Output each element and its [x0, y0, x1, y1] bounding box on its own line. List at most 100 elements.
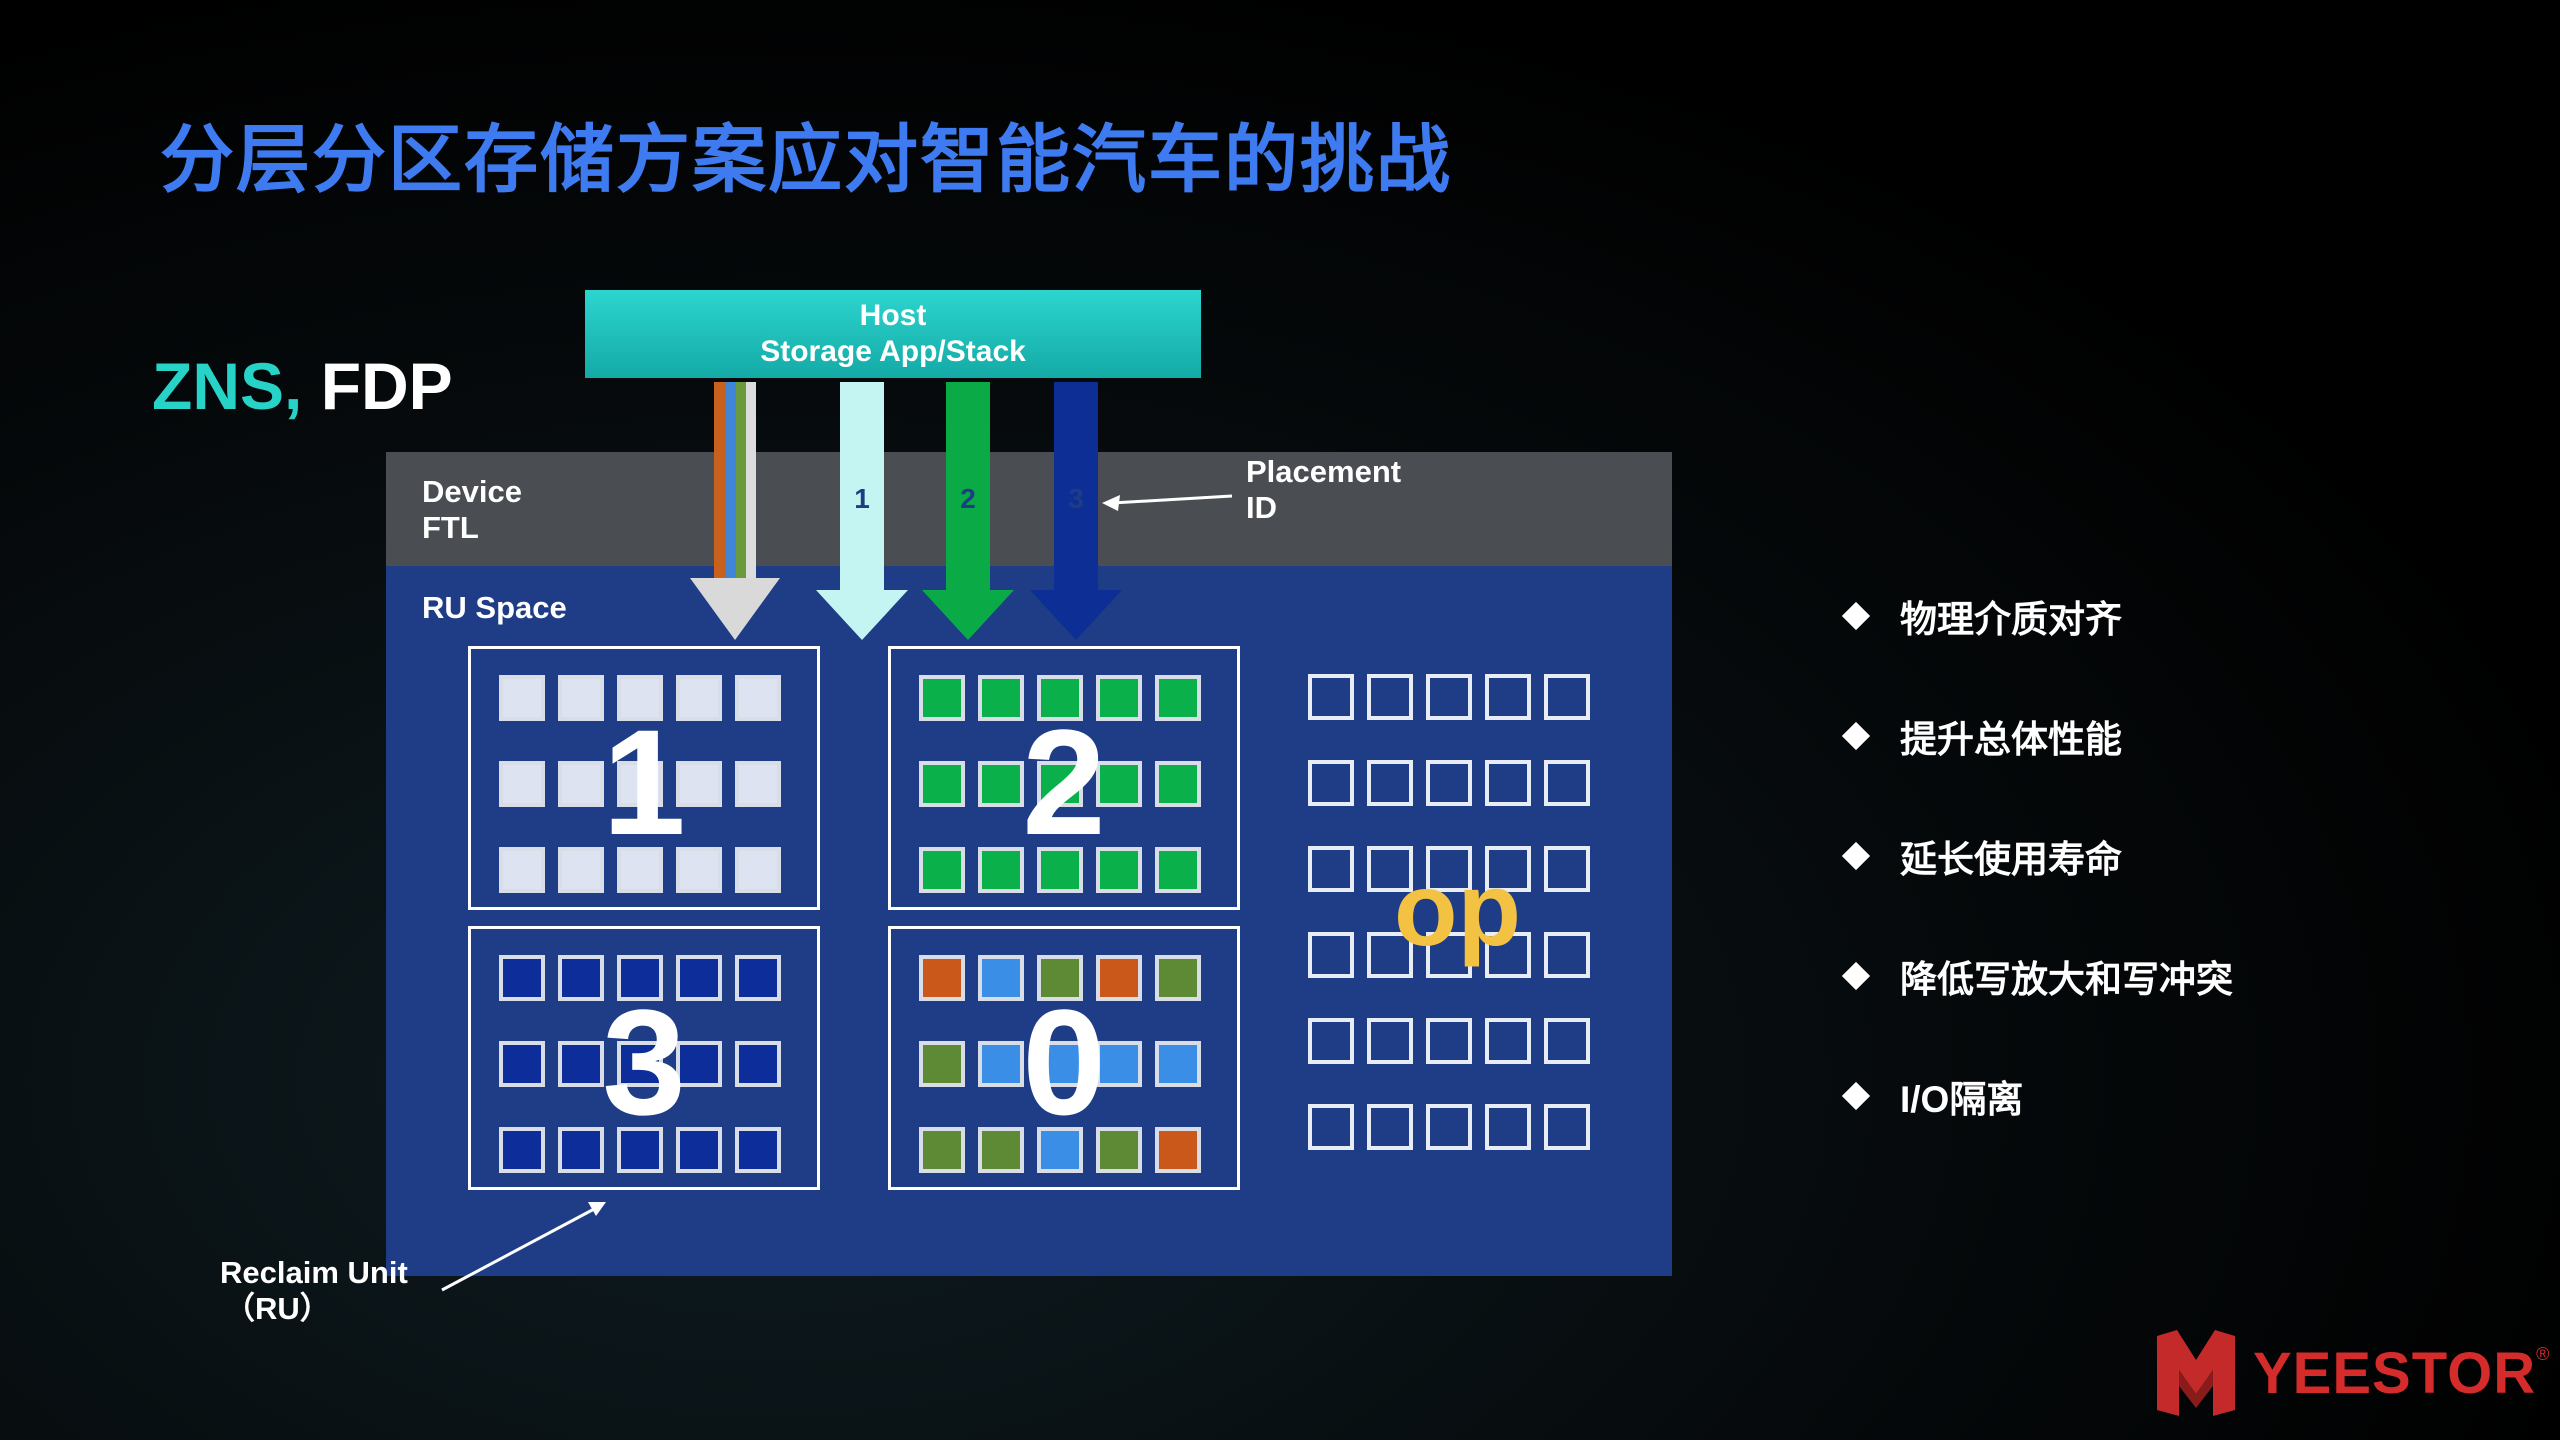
storage-block	[558, 955, 604, 1001]
storage-block	[499, 761, 545, 807]
id-label: ID	[1246, 490, 1277, 525]
arrow-mixed	[690, 382, 780, 640]
storage-block	[617, 761, 663, 807]
storage-block	[919, 1127, 965, 1173]
page-title: 分层分区存储方案应对智能汽车的挑战	[160, 118, 1452, 201]
storage-block	[1155, 1127, 1201, 1173]
storage-block	[617, 675, 663, 721]
storage-block	[617, 847, 663, 893]
op-block	[1308, 760, 1354, 806]
storage-block	[558, 1041, 604, 1087]
op-block	[1426, 932, 1472, 978]
op-block	[1544, 1018, 1590, 1064]
storage-block	[499, 1127, 545, 1173]
ru-space-label: RU Space	[422, 590, 567, 625]
feature-text: 降低写放大和写冲突	[1900, 959, 2233, 1000]
storage-block	[978, 1041, 1024, 1087]
storage-block	[978, 955, 1024, 1001]
storage-block	[617, 1127, 663, 1173]
host-label: Host	[859, 299, 927, 332]
diamond-icon	[1841, 841, 1871, 871]
op-block	[1485, 932, 1531, 978]
reclaim-unit-pointer	[441, 1202, 606, 1292]
storage-block	[1037, 1041, 1083, 1087]
storage-block	[735, 1127, 781, 1173]
reclaim-unit-3: 3	[468, 926, 820, 1190]
feature-item: 物理介质对齐	[1838, 556, 2233, 676]
storage-block	[735, 955, 781, 1001]
arrow-2-label: 2	[960, 483, 976, 514]
storage-block	[558, 1127, 604, 1173]
storage-block	[617, 955, 663, 1001]
op-block	[1308, 846, 1354, 892]
storage-block	[919, 955, 965, 1001]
storage-block	[1037, 955, 1083, 1001]
subtitle: ZNS, FDP	[152, 348, 453, 424]
storage-block	[735, 761, 781, 807]
storage-block	[676, 955, 722, 1001]
storage-block	[1037, 1127, 1083, 1173]
feature-text: 延长使用寿命	[1900, 839, 2122, 880]
registered-mark: ®	[2536, 1344, 2550, 1364]
yeestor-logo-text: YEESTOR	[2253, 1340, 2537, 1406]
ru-2-blocks	[919, 675, 1201, 893]
op-block	[1426, 846, 1472, 892]
storage-block	[1155, 761, 1201, 807]
storage-block	[1096, 955, 1142, 1001]
feature-text: I/O隔离	[1900, 1079, 2024, 1120]
op-blocks	[1308, 674, 1590, 1150]
reclaim-unit-1: 1	[468, 646, 820, 910]
feature-item: 延长使用寿命	[1838, 796, 2233, 916]
op-block	[1485, 846, 1531, 892]
op-block	[1485, 1104, 1531, 1150]
storage-block	[735, 675, 781, 721]
op-label: op	[1394, 852, 1522, 968]
op-block	[1544, 1104, 1590, 1150]
storage-block	[1096, 675, 1142, 721]
storage-block	[1155, 1041, 1201, 1087]
storage-block	[735, 1041, 781, 1087]
storage-block	[558, 761, 604, 807]
op-block	[1367, 674, 1413, 720]
arrow-3: 3	[1030, 382, 1122, 640]
ru-paren-text: （RU）	[224, 1291, 331, 1326]
storage-block	[1037, 675, 1083, 721]
arrow-1: 1	[816, 382, 908, 640]
storage-block	[1096, 1127, 1142, 1173]
yeestor-logo-icon	[2157, 1330, 2235, 1416]
storage-block	[1096, 847, 1142, 893]
subtitle-zns: ZNS,	[152, 349, 303, 423]
diamond-icon	[1841, 601, 1871, 631]
feature-text: 物理介质对齐	[1900, 599, 2122, 640]
storage-block	[676, 675, 722, 721]
op-block	[1308, 932, 1354, 978]
storage-block	[1155, 675, 1201, 721]
device-ftl-band	[386, 452, 1672, 566]
storage-block	[919, 847, 965, 893]
reclaim-unit-label: Reclaim Unit （RU）	[220, 1255, 408, 1327]
op-block	[1367, 1104, 1413, 1150]
diamond-icon	[1841, 1081, 1871, 1111]
storage-block	[1037, 847, 1083, 893]
ru-0-number: 0	[1022, 978, 1106, 1146]
op-block	[1426, 760, 1472, 806]
storage-block	[558, 847, 604, 893]
op-block	[1308, 1018, 1354, 1064]
ru-2-number: 2	[1022, 698, 1106, 866]
storage-block	[617, 1041, 663, 1087]
device-ftl-label: Device FTL	[422, 474, 522, 546]
feature-text: 提升总体性能	[1900, 719, 2122, 760]
storage-block	[1155, 955, 1201, 1001]
ru-1-blocks	[499, 675, 781, 893]
feature-item: 提升总体性能	[1838, 676, 2233, 796]
placement-id-label: Placement ID	[1246, 454, 1401, 526]
op-block	[1485, 1018, 1531, 1064]
storage-block	[1037, 761, 1083, 807]
op-block	[1367, 760, 1413, 806]
feature-item: 降低写放大和写冲突	[1838, 916, 2233, 1036]
feature-list: 物理介质对齐 提升总体性能 延长使用寿命 降低写放大和写冲突 I/O隔离	[1838, 556, 2233, 1156]
storage-block	[919, 675, 965, 721]
feature-item: I/O隔离	[1838, 1036, 2233, 1156]
storage-block	[558, 675, 604, 721]
arrow-1-label: 1	[854, 483, 870, 514]
